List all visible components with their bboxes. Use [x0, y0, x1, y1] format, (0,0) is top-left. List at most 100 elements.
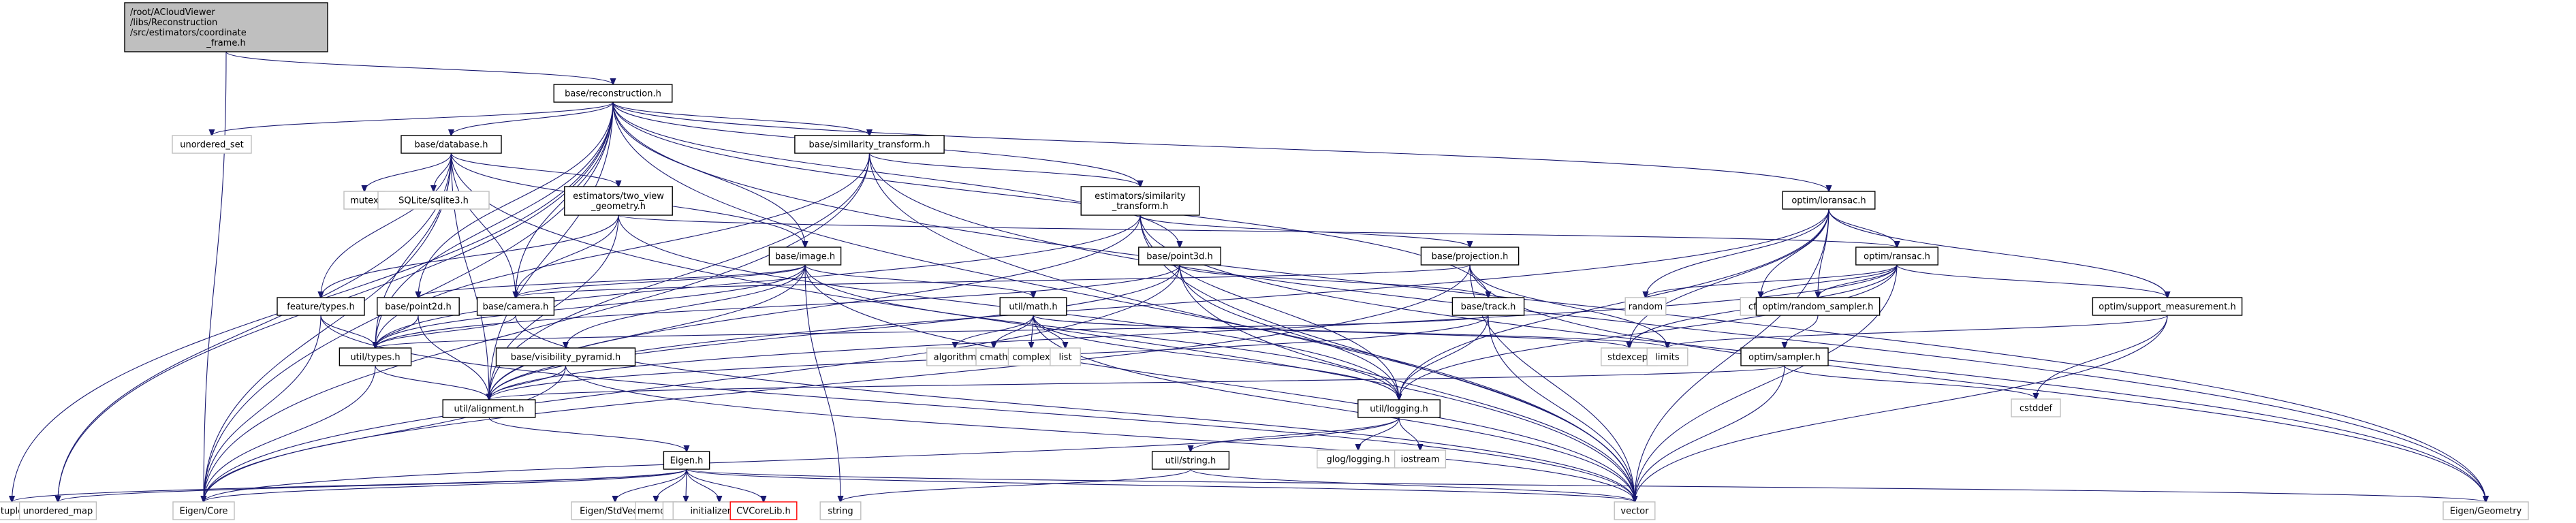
- edge-image-to-util-types: [375, 264, 806, 348]
- edge-database-to-alignment: [450, 153, 490, 400]
- edge-image-to-visibility-pyramid: [566, 264, 806, 348]
- edge-feature-types-to-util-types: [320, 315, 375, 348]
- edge-util-types-to-alignment: [375, 365, 489, 400]
- node-iostream: iostream: [1394, 449, 1447, 469]
- node-alignment[interactable]: util/alignment.h: [442, 399, 536, 418]
- node-cvcorelib[interactable]: CVCoreLib.h: [729, 501, 798, 520]
- edge-ransac-to-random: [1646, 264, 1898, 298]
- node-similarity-transform[interactable]: base/similarity_transform.h: [794, 135, 945, 154]
- node-label: base/visibility_pyramid.h: [511, 353, 621, 363]
- node-box: [124, 2, 328, 52]
- node-logging[interactable]: util/logging.h: [1357, 399, 1441, 418]
- node-box: [1138, 247, 1221, 266]
- edge-support-measurement-to-vector: [1635, 315, 2168, 502]
- node-label: base/point3d.h: [1146, 252, 1212, 262]
- node-util-string[interactable]: util/string.h: [1151, 451, 1230, 470]
- node-support-measurement[interactable]: optim/support_measurement.h: [2092, 297, 2243, 316]
- edge-loransac-to-vector: [1635, 208, 1829, 502]
- edge-track-to-util-types: [375, 315, 1489, 348]
- edge-logging-to-iostream: [1398, 417, 1420, 450]
- edge-logging-to-glog: [1358, 417, 1400, 450]
- node-random: random: [1624, 297, 1667, 316]
- node-box: [2011, 398, 2061, 417]
- node-box: [1646, 347, 1688, 366]
- node-loransac[interactable]: optim/loransac.h: [1782, 191, 1876, 210]
- node-box: [2092, 297, 2243, 316]
- node-camera[interactable]: base/camera.h: [476, 297, 555, 316]
- edge-util-types-to-eigen-core: [204, 365, 376, 502]
- node-sampler[interactable]: optim/sampler.h: [1740, 347, 1829, 366]
- node-label: Eigen/Geometry: [2450, 507, 2522, 517]
- node-database[interactable]: base/database.h: [400, 135, 502, 154]
- edge-math-to-cmath: [994, 315, 1034, 348]
- node-eigen-core: Eigen/Core: [172, 501, 235, 520]
- node-glog: glog/logging.h: [1317, 449, 1400, 469]
- node-label: estimators/two_view: [573, 191, 664, 202]
- edge-util-string-to-string: [841, 469, 1191, 502]
- edge-eigen-h-to-cvcorelib: [686, 469, 764, 502]
- edge-support-measurement-to-cstddef: [2036, 315, 2168, 399]
- edge-reconstruction-to-point3d: [612, 101, 1180, 247]
- node-math[interactable]: util/math.h: [999, 297, 1067, 316]
- node-label: cmath: [979, 353, 1007, 363]
- node-box: [794, 135, 945, 154]
- edge-reconstruction-to-track: [612, 101, 1488, 298]
- nodes-layer: /root/ACloudViewer/libs/Reconstruction/s…: [0, 2, 2529, 520]
- edge-track-to-logging: [1399, 315, 1489, 400]
- node-reconstruction[interactable]: base/reconstruction.h: [553, 84, 673, 103]
- node-two-view-geometry[interactable]: estimators/two_view_geometry.h: [564, 186, 673, 216]
- edge-math-to-list: [1033, 315, 1065, 348]
- edge-database-to-camera: [450, 153, 516, 298]
- node-label: base/track.h: [1461, 302, 1516, 313]
- edge-point3d-to-vector: [1179, 264, 1635, 502]
- node-random-sampler[interactable]: optim/random_sampler.h: [1755, 297, 1881, 316]
- edge-loransac-to-cfloat: [1761, 208, 1829, 298]
- edges-layer: [12, 51, 2486, 502]
- node-ransac[interactable]: optim/ransac.h: [1855, 247, 1938, 266]
- node-box: [1614, 501, 1656, 520]
- node-projection[interactable]: base/projection.h: [1420, 247, 1520, 266]
- node-box: [1357, 399, 1441, 418]
- node-algorithm: algorithm: [926, 347, 984, 366]
- node-util-types[interactable]: util/types.h: [339, 347, 412, 366]
- edge-ransac-to-vector: [1635, 264, 1898, 502]
- edge-eigen-h-to-eigen-core: [204, 469, 687, 502]
- edge-visibility-pyramid-to-eigen-core: [204, 365, 567, 502]
- node-feature-types[interactable]: feature/types.h: [277, 297, 365, 316]
- node-image[interactable]: base/image.h: [768, 247, 842, 266]
- node-point3d[interactable]: base/point3d.h: [1138, 247, 1221, 266]
- node-label: util/math.h: [1009, 302, 1057, 313]
- node-label: base/image.h: [775, 252, 835, 262]
- node-label: CVCoreLib.h: [736, 507, 791, 517]
- node-root[interactable]: /root/ACloudViewer/libs/Reconstruction/s…: [124, 2, 328, 52]
- node-point2d[interactable]: base/point2d.h: [377, 297, 460, 316]
- node-est-similarity[interactable]: estimators/similarity_transform.h: [1080, 186, 1200, 216]
- node-label: optim/sampler.h: [1748, 353, 1821, 363]
- edge-database-to-eigen-core: [204, 153, 452, 502]
- edge-similarity-transform-to-eigen-core: [204, 153, 870, 502]
- node-label: optim/random_sampler.h: [1763, 302, 1874, 313]
- node-box: [339, 347, 412, 366]
- edge-visibility-pyramid-to-vector: [565, 365, 1635, 502]
- node-visibility-pyramid[interactable]: base/visibility_pyramid.h: [495, 347, 636, 366]
- edge-reconstruction-to-loransac: [612, 101, 1829, 191]
- edge-ransac-to-alignment: [489, 264, 1898, 400]
- node-label: complex: [1012, 353, 1050, 363]
- edge-math-to-logging: [1033, 315, 1399, 400]
- node-label: base/reconstruction.h: [565, 89, 661, 99]
- node-track[interactable]: base/track.h: [1451, 297, 1525, 316]
- edge-eigen-h-to-eigen-geometry: [686, 469, 2486, 502]
- edge-reconstruction-to-unordered-set: [212, 101, 614, 136]
- node-eigen-h[interactable]: Eigen.h: [663, 451, 710, 470]
- node-label: /root/ACloudViewer: [130, 7, 215, 18]
- edge-two-view-geometry-to-ransac: [618, 215, 1897, 247]
- node-label: random: [1629, 302, 1663, 313]
- edge-projection-to-camera: [516, 264, 1471, 298]
- node-box: [1420, 247, 1520, 266]
- edge-database-to-unordered-map: [58, 153, 452, 502]
- edge-eigen-h-to-tuple: [12, 469, 687, 502]
- node-cmath: cmath: [975, 347, 1012, 366]
- edge-root-to-reconstruction: [225, 51, 613, 84]
- node-label: util/alignment.h: [454, 405, 524, 415]
- node-box: [1394, 449, 1447, 469]
